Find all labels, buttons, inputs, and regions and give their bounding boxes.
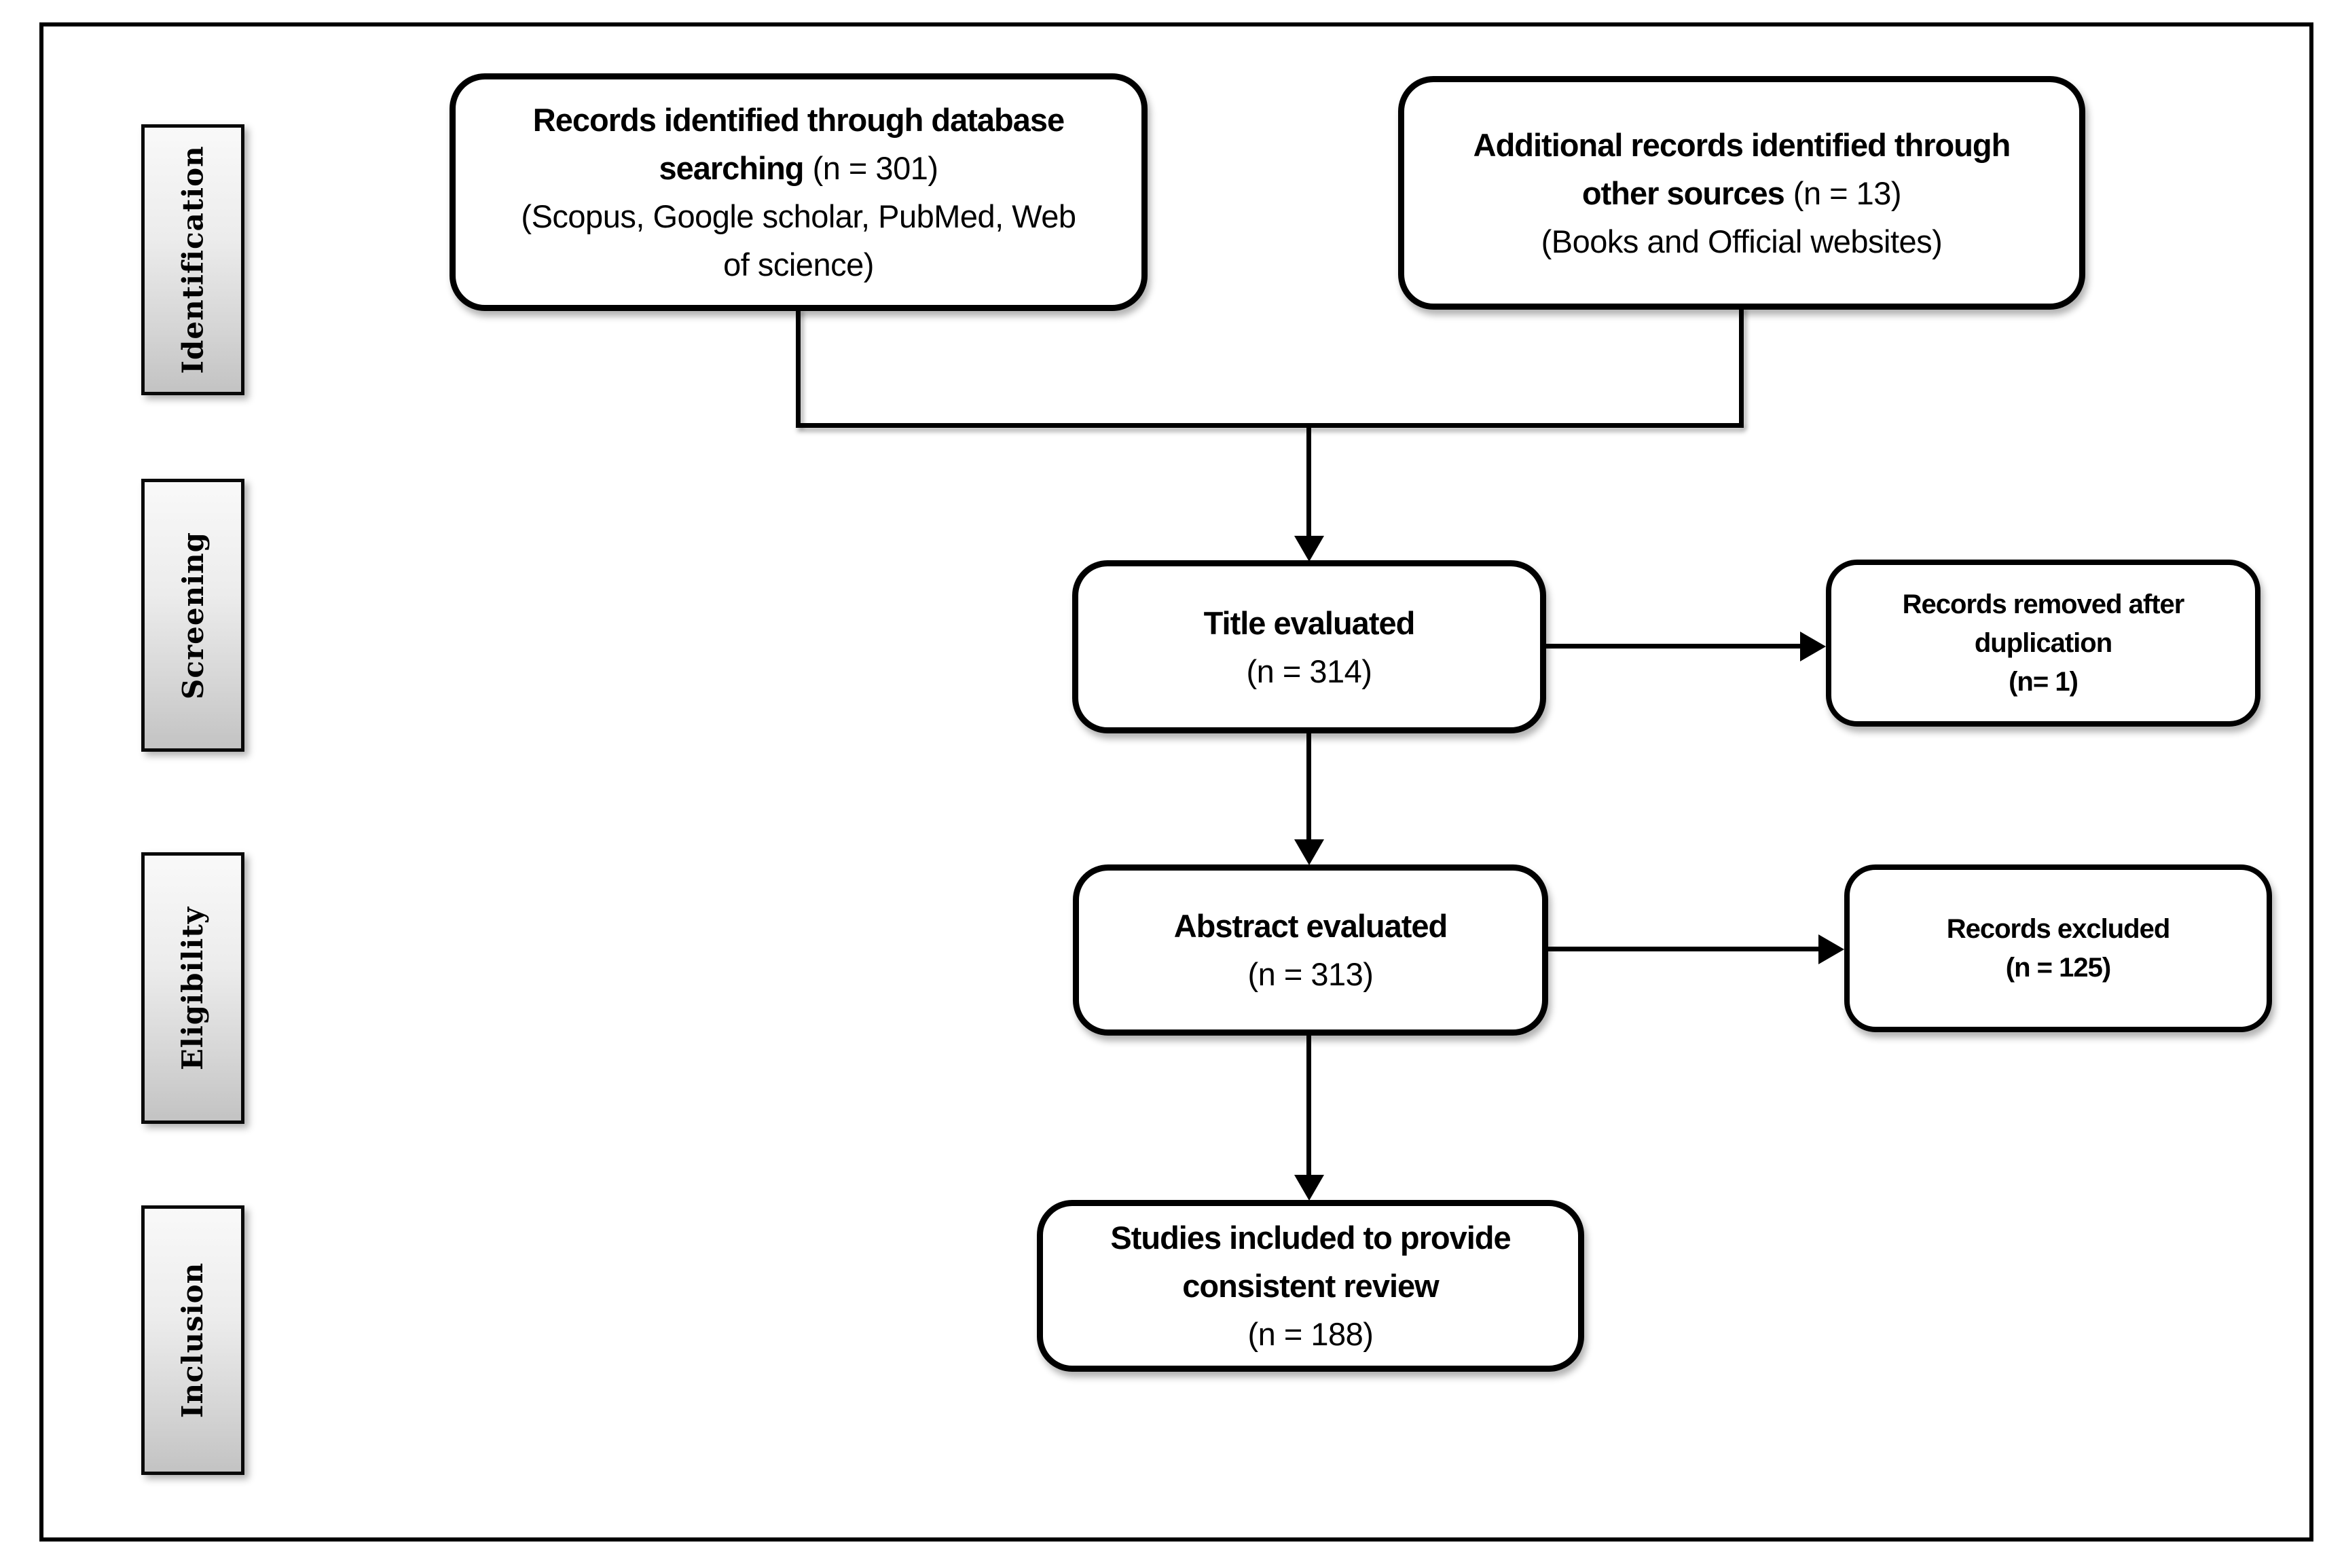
box-abstract-evaluated-line-1: Abstract evaluated: [1173, 908, 1448, 944]
box-studies-included-line-1: Studies included to provide: [1110, 1220, 1511, 1256]
stage-inclusion: Inclusion: [141, 1205, 244, 1475]
arrow-join-to-title-line: [1306, 428, 1311, 538]
stage-identification: Identification: [141, 124, 244, 395]
arrow-abstract-to-studies-line: [1306, 1036, 1311, 1176]
arrow-abstract-to-excluded-line: [1548, 947, 1820, 951]
box-records-removed-line-1: Records removed after: [1902, 589, 2185, 619]
box-other-sources-line-3: (Books and Official websites): [1541, 223, 1943, 259]
box-records-excluded: Records excluded (n = 125): [1844, 864, 2272, 1032]
stage-eligibility-label: Eligibility: [176, 906, 210, 1070]
arrow-title-to-removed-head: [1800, 632, 1826, 661]
stage-identification-label: Identification: [176, 145, 210, 374]
box-records-removed-note: (n= 1): [2009, 666, 2079, 697]
box-other-sources-line-1: Additional records identified through: [1473, 126, 2011, 163]
outer-border: [39, 22, 2313, 1542]
box-title-evaluated-line-1: Title evaluated: [1203, 604, 1416, 641]
stage-eligibility: Eligibility: [141, 852, 244, 1124]
connector-database-down-line: [796, 310, 801, 428]
arrow-abstract-to-studies-head: [1294, 1175, 1324, 1201]
connector-other-sources-down-line: [1739, 308, 1744, 428]
box-abstract-evaluated-note: (n = 313): [1247, 956, 1374, 992]
box-database-search-line-2: searching (n = 301): [659, 150, 938, 186]
stage-screening-label: Screening: [176, 531, 210, 699]
box-records-excluded-line-1: Records excluded: [1946, 913, 2171, 944]
box-title-evaluated: Title evaluated (n = 314): [1072, 560, 1546, 733]
box-records-excluded-note: (n = 125): [2005, 952, 2111, 983]
box-studies-included: Studies included to provide consistent r…: [1037, 1200, 1584, 1372]
box-database-search-line-1: Records identified through database: [532, 102, 1065, 138]
box-studies-included-line-2: consistent review: [1182, 1268, 1439, 1304]
arrow-title-to-abstract-head: [1294, 839, 1324, 865]
arrow-title-to-removed-line: [1546, 644, 1802, 649]
stage-screening: Screening: [141, 479, 244, 752]
arrow-join-to-title-head: [1294, 536, 1324, 562]
box-studies-included-note: (n = 188): [1247, 1316, 1374, 1352]
stage-inclusion-label: Inclusion: [176, 1262, 210, 1419]
connector-join-horizontal-line: [796, 423, 1744, 428]
box-abstract-evaluated: Abstract evaluated (n = 313): [1073, 864, 1548, 1036]
box-title-evaluated-note: (n = 314): [1246, 653, 1372, 689]
box-database-search-line-3: (Scopus, Google scholar, PubMed, Web: [521, 198, 1076, 234]
box-database-search: Records identified through database sear…: [450, 73, 1148, 311]
box-other-sources-line-2: other sources (n = 13): [1581, 175, 1902, 211]
box-records-removed: Records removed after duplication (n= 1): [1826, 560, 2260, 727]
box-other-sources: Additional records identified through ot…: [1398, 76, 2085, 310]
box-database-search-line-4: of science): [723, 247, 874, 282]
arrow-title-to-abstract-line: [1306, 733, 1311, 841]
arrow-abstract-to-excluded-head: [1818, 934, 1844, 964]
box-records-removed-line-2: duplication: [1974, 627, 2112, 658]
